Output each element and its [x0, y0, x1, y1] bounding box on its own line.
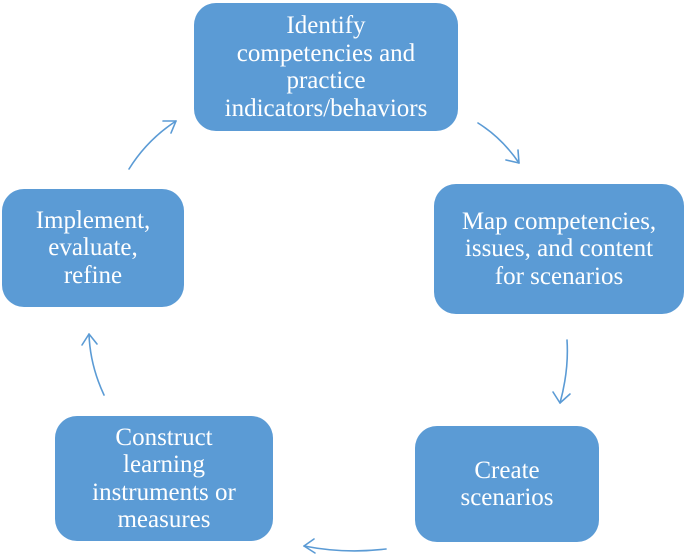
step-implement-evaluate-refine: Implement, evaluate, refine [2, 189, 184, 307]
arrow-3-to-4 [303, 538, 387, 554]
arrow-2-to-3 [552, 339, 571, 404]
step-identify-competencies-label: Identify competencies and practice indic… [224, 12, 428, 122]
arrow-5-to-1 [128, 120, 177, 170]
step-create-scenarios: Create scenarios [415, 426, 599, 542]
arrow-1-to-2 [477, 122, 520, 164]
step-implement-evaluate-refine-label: Implement, evaluate, refine [35, 206, 151, 289]
arrow-4-to-5 [81, 333, 105, 396]
step-map-competencies-label: Map competencies, issues, and content fo… [461, 207, 657, 290]
step-construct-instruments-label: Construct learning instruments or measur… [92, 423, 236, 534]
step-identify-competencies: Identify competencies and practice indic… [194, 3, 458, 131]
step-construct-instruments: Construct learning instruments or measur… [55, 416, 273, 541]
step-create-scenarios-label: Create scenarios [460, 456, 554, 512]
step-map-competencies: Map competencies, issues, and content fo… [434, 184, 684, 314]
